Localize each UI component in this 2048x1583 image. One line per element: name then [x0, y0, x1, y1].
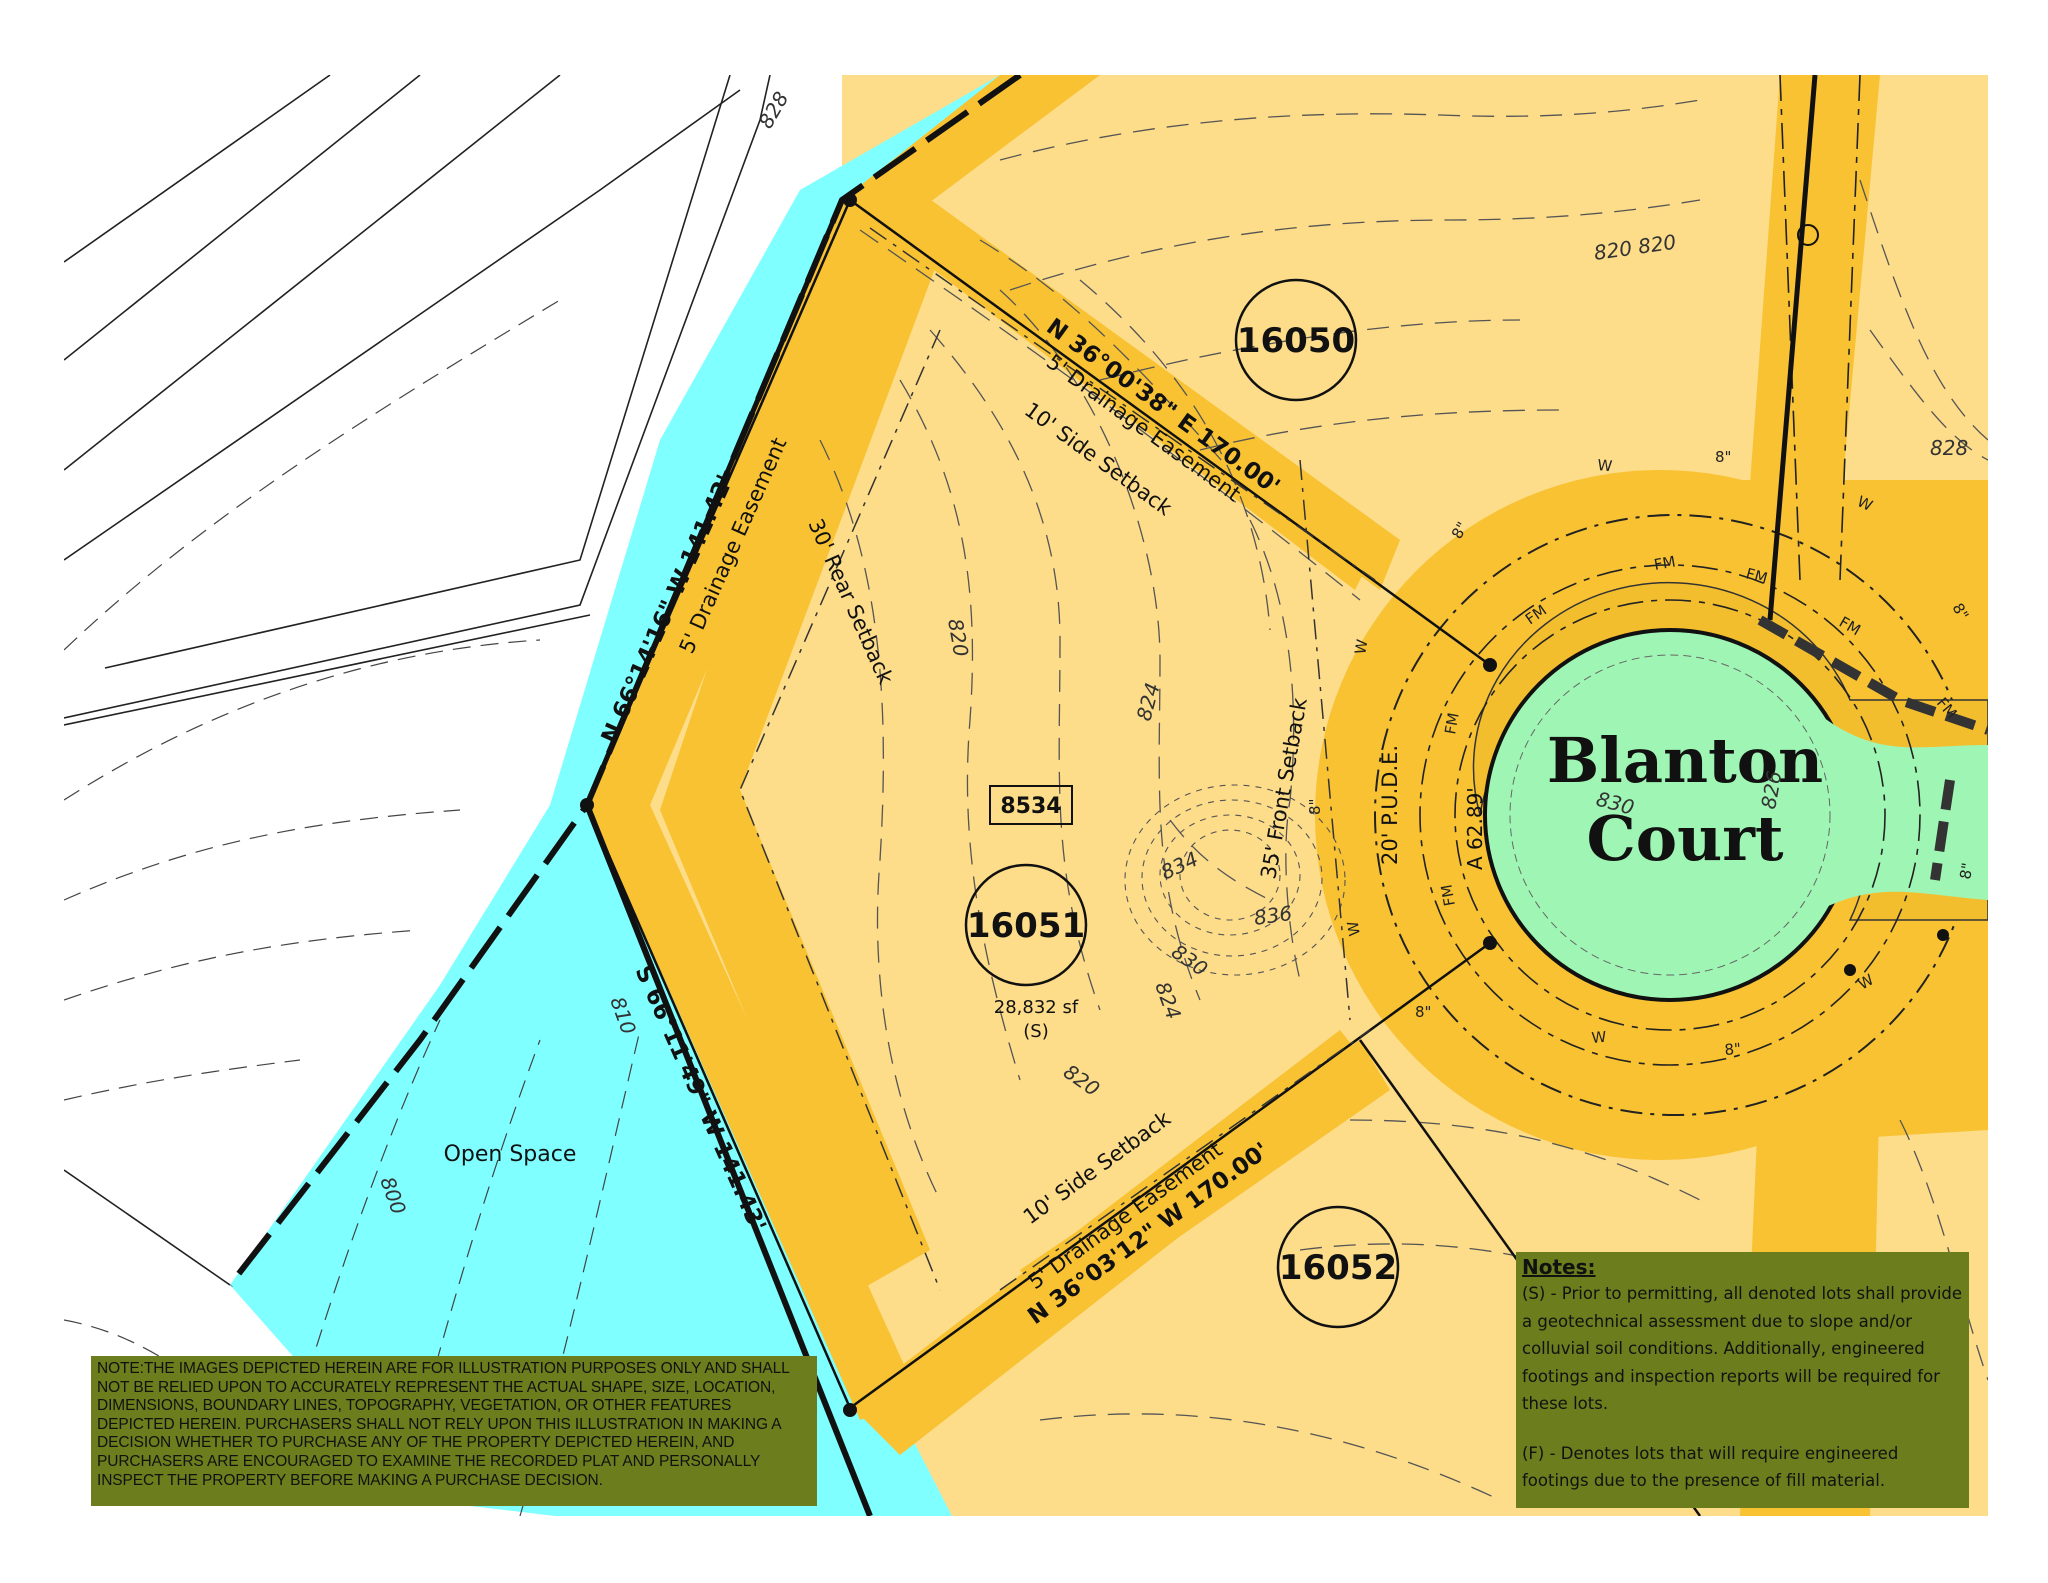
lot-16051-number: 16051 [967, 906, 1085, 946]
lot-soil-note: (S) [1023, 1021, 1048, 1042]
lot-16052-marker[interactable]: 16052 [1276, 1205, 1400, 1329]
street-name-line2: Court [1586, 802, 1783, 875]
topo-knoll [1124, 784, 1346, 976]
lot-16050-number: 16050 [1237, 321, 1355, 361]
contour-label: 836 [1252, 901, 1293, 930]
svg-text:8": 8" [1949, 600, 1973, 623]
svg-text:8": 8" [1415, 1003, 1431, 1021]
topo-lines-west [64, 75, 771, 1286]
lot-address: 8534 [1000, 794, 1061, 819]
svg-text:FM: FM [1744, 564, 1770, 587]
notes-s-item: (S) - Prior to permitting, all denoted l… [1522, 1284, 1963, 1413]
sewer-main [1767, 75, 1818, 621]
open-space-label: Open Space [444, 1142, 577, 1167]
pude-easement: 20' P.U.D.E. [1378, 745, 1402, 865]
svg-text:W: W [1854, 492, 1875, 515]
svg-text:W: W [1344, 920, 1364, 938]
svg-text:8": 8" [1956, 861, 1977, 880]
svg-text:FM: FM [1437, 883, 1458, 907]
notes-f-item: (F) - Denotes lots that will require eng… [1522, 1443, 1899, 1491]
manhole-icon [1797, 224, 1819, 246]
svg-text:8": 8" [1306, 799, 1324, 815]
contour-label: 828 [1930, 436, 1968, 460]
svg-text:FM: FM [1441, 711, 1462, 735]
notes-title: Notes: [1522, 1255, 1596, 1279]
arc-length: A 62.89' [1463, 787, 1487, 870]
svg-text:8": 8" [1448, 519, 1472, 542]
lot-16050-marker[interactable]: 16050 [1234, 278, 1358, 402]
setback-lines [739, 227, 1376, 1291]
notes-panel: Notes: (S) - Prior to permitting, all de… [1516, 1252, 1969, 1508]
svg-text:FM: FM [1653, 552, 1677, 573]
address-box [989, 785, 1073, 825]
street-name-line1: Blanton [1547, 724, 1823, 797]
svg-text:8": 8" [1715, 448, 1731, 466]
svg-text:8": 8" [1724, 1040, 1742, 1059]
lot-area: 28,832 sf [994, 997, 1079, 1018]
svg-text:W: W [1597, 456, 1614, 475]
topo-contours-lot [819, 229, 1361, 1201]
lot-16051-marker[interactable]: 16051 [964, 863, 1088, 987]
force-main [1757, 615, 1988, 881]
disclaimer-text: NOTE:THE IMAGES DEPICTED HEREIN ARE FOR … [97, 1360, 790, 1489]
svg-text:W: W [1351, 638, 1371, 656]
utility-lines [1419, 75, 1921, 1066]
lot-16052-number: 16052 [1279, 1248, 1397, 1288]
disclaimer-panel: NOTE:THE IMAGES DEPICTED HEREIN ARE FOR … [91, 1356, 817, 1506]
corner-markers [580, 193, 1949, 1417]
open-space-area [230, 75, 1010, 1516]
svg-text:W: W [1591, 1028, 1608, 1047]
road-green-extension [1820, 715, 1988, 910]
